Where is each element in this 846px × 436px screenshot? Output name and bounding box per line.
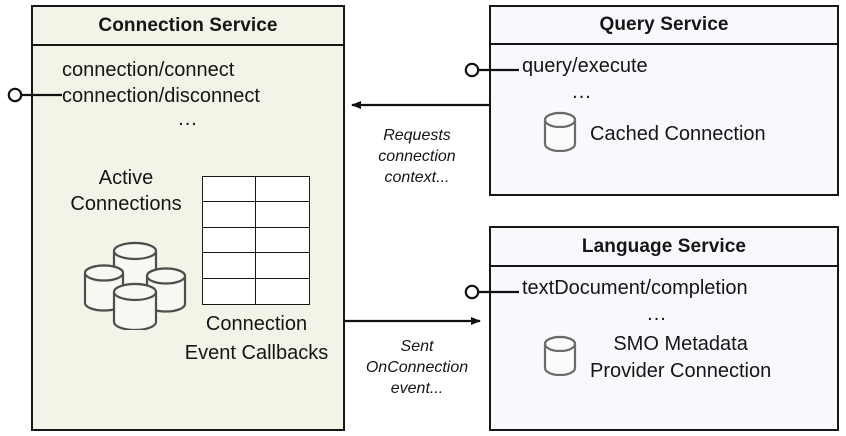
active-connections-label: Active Connections [70, 167, 182, 215]
table-cell [256, 202, 309, 228]
edge-label-sent-onconnection-event: Sent OnConnection event... [365, 338, 469, 397]
cached-connection-row: Cached Connection [543, 111, 766, 158]
query-service-title: Query Service [491, 7, 837, 45]
database-icon [543, 111, 577, 158]
component-connection-service[interactable]: Connection Service connection/connect co… [31, 5, 345, 431]
language-service-operations-ellipsis: ... [647, 303, 667, 325]
table-cell [203, 177, 256, 203]
edge-label-requests-connection-context: Requests connection context... [378, 127, 456, 186]
table-cell [256, 227, 309, 254]
table-cell [256, 253, 309, 279]
query-service-operations-ellipsis: ... [572, 81, 592, 103]
table-cell [256, 278, 309, 304]
language-service-title: Language Service [491, 228, 837, 267]
connection-service-operation-disconnect: connection/disconnect [62, 85, 260, 107]
language-service-body: textDocument/completion ... SMO Metadata… [491, 267, 837, 429]
smo-metadata-connection-row: SMO Metadata Provider Connection [543, 331, 771, 385]
component-language-service[interactable]: Language Service textDocument/completion… [489, 226, 839, 431]
table-cell [256, 177, 309, 203]
database-cluster-icon [81, 238, 189, 335]
connection-service-body: connection/connect connection/disconnect… [33, 46, 343, 429]
connection-event-callbacks-table [202, 176, 310, 305]
table-cell [203, 227, 256, 254]
connection-service-operations-ellipsis: ... [178, 108, 198, 130]
connection-service-operation-connect: connection/connect [62, 59, 235, 81]
connection-event-callbacks-label: Connection Event Callbacks [184, 313, 329, 364]
component-query-service[interactable]: Query Service query/execute ... Cached C… [489, 5, 839, 196]
database-icon [543, 335, 577, 382]
language-service-operation-completion: textDocument/completion [522, 277, 748, 299]
cached-connection-label: Cached Connection [590, 123, 766, 145]
smo-metadata-provider-connection-label: SMO Metadata Provider Connection [590, 333, 772, 382]
connection-service-title: Connection Service [33, 7, 343, 46]
table-cell [203, 253, 256, 279]
query-service-body: query/execute ... Cached Connection [491, 45, 837, 194]
table-cell [203, 278, 256, 304]
table-cell [203, 202, 256, 228]
query-service-operation-execute: query/execute [522, 55, 648, 77]
